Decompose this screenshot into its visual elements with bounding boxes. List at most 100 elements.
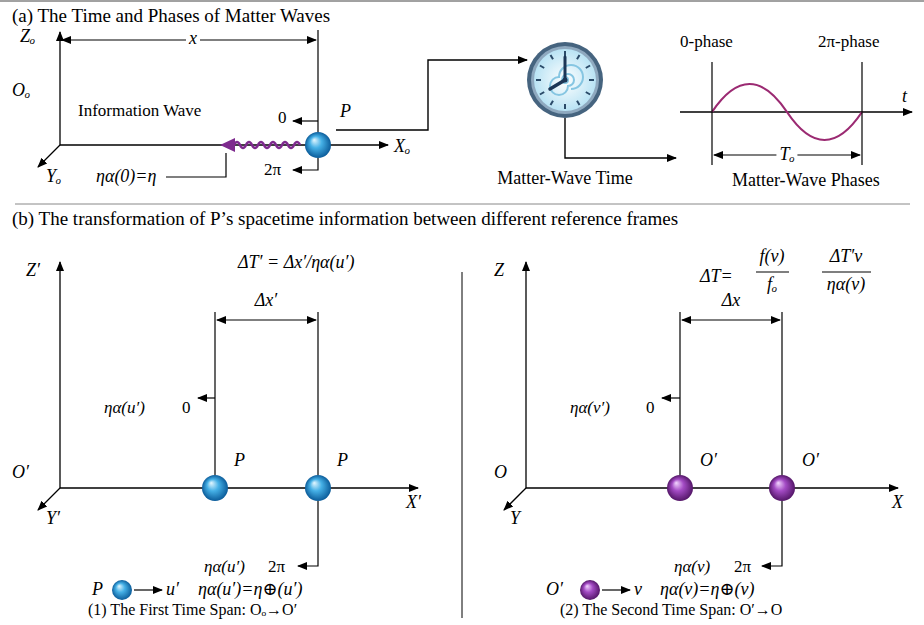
math-label: Zₒ — [20, 26, 35, 47]
math-label: v — [634, 579, 642, 600]
dimension-x — [62, 30, 318, 177]
math-label: (2) The Second Time Span: O′→O — [560, 601, 782, 619]
particle-balls — [202, 475, 228, 501]
clock-icon — [564, 57, 567, 80]
particle-balls — [112, 580, 132, 600]
math-label: Δx — [722, 290, 741, 311]
math-label: X′ — [406, 492, 421, 513]
node-text: 2π-phase — [818, 32, 879, 52]
dimension-b1 — [214, 312, 215, 475]
math-label: ηα(v) — [674, 557, 710, 577]
math-label: ηα(u′) — [104, 398, 145, 418]
clock-icon — [586, 66, 590, 69]
math-label: P — [234, 450, 245, 471]
information-wave — [220, 138, 235, 152]
axes-a — [59, 32, 60, 145]
clock-icon — [589, 79, 594, 81]
math-label: 0 — [278, 108, 287, 128]
clock-icon — [551, 55, 554, 59]
math-label: 0 — [182, 398, 191, 418]
math-label: fₒ — [767, 274, 777, 295]
math-label: ΔT′v — [830, 246, 863, 267]
math-label: Δx′ — [255, 290, 278, 311]
math-label: f(v) — [760, 246, 785, 267]
dimension-b1 — [298, 501, 318, 566]
dimension-x — [293, 120, 318, 121]
math-label: Xₒ — [394, 136, 410, 157]
math-label: ηα(v′) — [570, 398, 610, 418]
math-label: 2π — [734, 557, 751, 577]
axes-b2 — [525, 262, 526, 488]
dimension-b1 — [198, 397, 215, 398]
math-label: (1) The First Time Span: Oₒ→O′ — [88, 601, 297, 619]
frame-balls — [580, 475, 795, 600]
node-text: Matter-Wave Time — [497, 168, 633, 189]
math-label: Tₒ — [776, 144, 797, 165]
clock-icon — [527, 42, 603, 118]
dimension-x — [166, 153, 226, 177]
math-label: ΔT= — [700, 266, 733, 287]
math-label: Z — [494, 260, 504, 281]
particle-ball — [305, 132, 331, 158]
dimension-b2 — [602, 272, 871, 590]
dimension-b2 — [602, 589, 630, 590]
axes-b2 — [504, 262, 898, 510]
math-label: ηα(0)=η — [96, 166, 156, 187]
information-wave — [234, 142, 300, 148]
math-label: 2π — [268, 557, 285, 577]
particle-node: P — [300, 127, 336, 163]
clock-icon — [536, 79, 541, 81]
dimension-b2 — [756, 271, 789, 272]
node-text: 0-phase — [680, 32, 733, 52]
math-label: ηα(v)=η⊕(v) — [660, 579, 755, 600]
clock-icon — [531, 46, 599, 114]
node-text: Matter-Wave Phases — [732, 170, 880, 191]
math-label: O — [494, 462, 507, 483]
frame-balls — [667, 475, 693, 501]
phase-graph — [711, 62, 712, 165]
dimension-b2 — [781, 312, 782, 475]
dimension-b2 — [682, 319, 780, 320]
clock-icon — [564, 104, 566, 109]
flow-arrow — [336, 60, 527, 130]
math-label: Information Wave — [78, 101, 201, 121]
math-label: ΔT′ = Δx′/ηα(u′) — [238, 252, 354, 273]
clock-icon — [586, 92, 590, 95]
math-label: ηα(v) — [827, 274, 865, 295]
particle-balls — [305, 475, 331, 501]
frame-balls — [580, 580, 600, 600]
math-label: u′ — [166, 579, 179, 600]
panel-divider — [462, 272, 463, 618]
section-divider — [15, 204, 910, 205]
math-label: ηα(u′) — [204, 557, 245, 577]
dimension-b1 — [134, 312, 318, 590]
information-wave — [220, 138, 300, 152]
axes-b1 — [60, 487, 418, 488]
math-label: 0 — [646, 398, 655, 418]
node-text: P — [340, 101, 351, 122]
dimension-b1 — [317, 312, 318, 475]
math-label: t — [902, 86, 907, 107]
math-label: Yₒ — [46, 166, 61, 187]
clock-icon — [527, 42, 603, 118]
clock-node: Matter-Wave Time — [527, 42, 603, 118]
math-label: Oₒ — [12, 80, 30, 101]
math-label: O′ — [12, 462, 29, 483]
dimension-b2 — [662, 397, 680, 398]
axes-b2 — [504, 488, 526, 510]
clock-icon — [540, 92, 544, 95]
axes-b2 — [526, 487, 898, 488]
dimension-b1 — [134, 589, 162, 590]
math-label: Y′ — [46, 508, 60, 529]
dimension-x — [317, 30, 318, 132]
section-heading: (b) The transformation of P’s spacetime … — [12, 208, 678, 230]
math-label: ηα(u′)=η⊕(u′) — [198, 579, 302, 600]
math-label: P — [92, 579, 103, 600]
axes-a — [38, 32, 388, 167]
section-heading: (a) The Time and Phases of Matter Waves — [12, 5, 330, 27]
clock-icon — [550, 80, 565, 89]
clock-icon — [564, 51, 566, 56]
phase-graph — [712, 84, 862, 140]
